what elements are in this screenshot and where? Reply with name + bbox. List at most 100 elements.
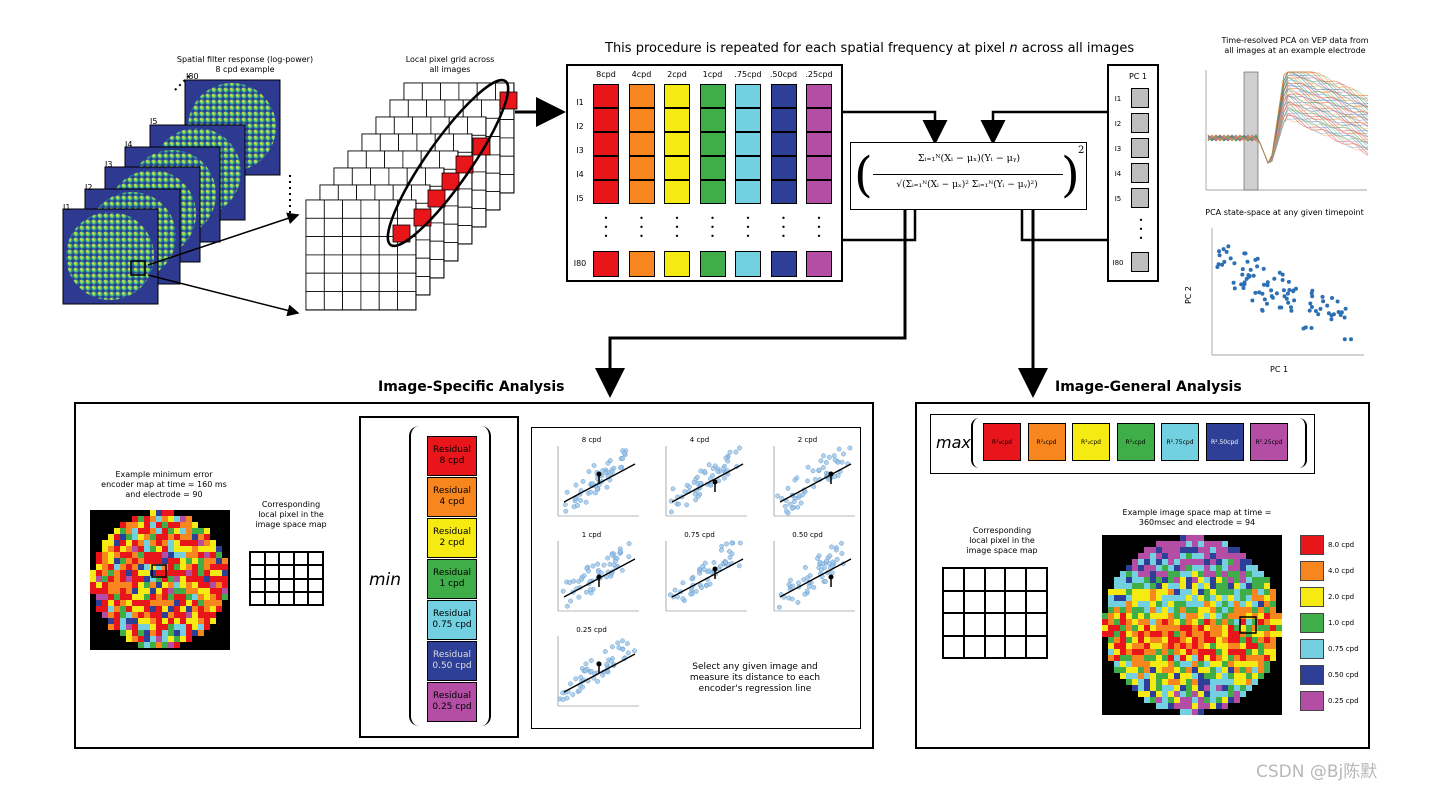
map-cell	[204, 612, 210, 618]
map-cell	[204, 534, 210, 540]
map-cell	[162, 600, 168, 606]
map-cell	[126, 564, 132, 570]
column-header-4: .75cpd	[734, 70, 762, 79]
map-cell	[1216, 589, 1222, 595]
time-pca-title: Time-resolved PCA on VEP data from all i…	[1221, 36, 1369, 55]
map-cell	[1138, 679, 1144, 685]
map-cell	[1204, 697, 1210, 703]
regression-line	[671, 558, 744, 598]
map-cell	[180, 624, 186, 630]
map-cell	[1228, 655, 1234, 661]
map-cell	[1216, 553, 1222, 559]
map-cell	[1180, 589, 1186, 595]
map-cell	[1234, 697, 1240, 703]
local-pixel-caption-right: Corresponding local pixel in the image s…	[966, 526, 1038, 555]
map-cell	[192, 600, 198, 606]
map-cell	[1108, 637, 1114, 643]
map-cell	[1216, 625, 1222, 631]
map-cell	[1210, 577, 1216, 583]
map-cell	[1144, 667, 1150, 673]
map-cell	[1204, 655, 1210, 661]
map-cell	[1120, 571, 1126, 577]
map-cell	[126, 522, 132, 528]
map-cell	[1246, 565, 1252, 571]
map-cell	[1198, 613, 1204, 619]
map-cell	[1192, 601, 1198, 607]
map-cell	[1162, 679, 1168, 685]
map-cell	[1186, 583, 1192, 589]
map-cell	[1168, 631, 1174, 637]
map-cell	[174, 528, 180, 534]
map-cell	[186, 552, 192, 558]
map-cell	[108, 558, 114, 564]
map-cell	[138, 522, 144, 528]
map-cell	[216, 570, 222, 576]
map-cell	[1240, 571, 1246, 577]
label-I80: I80	[186, 72, 199, 81]
map-cell	[198, 552, 204, 558]
map-cell	[1162, 613, 1168, 619]
map-cell	[1204, 601, 1210, 607]
map-cell	[1210, 691, 1216, 697]
map-cell	[150, 558, 156, 564]
map-cell	[174, 546, 180, 552]
map-cell	[216, 588, 222, 594]
scatter-point	[847, 445, 853, 451]
map-cell	[1138, 595, 1144, 601]
scatter-point	[564, 489, 570, 495]
state-point	[1232, 286, 1237, 291]
map-cell	[1114, 649, 1120, 655]
map-cell	[132, 630, 138, 636]
map-cell	[186, 600, 192, 606]
map-cell	[156, 546, 162, 552]
map-cell	[198, 588, 204, 594]
map-cell	[1234, 589, 1240, 595]
map-cell	[1246, 655, 1252, 661]
map-cell	[168, 636, 174, 642]
map-cell	[180, 630, 186, 636]
map-cell	[1180, 667, 1186, 673]
map-cell	[156, 600, 162, 606]
map-cell	[1228, 661, 1234, 667]
map-cell	[186, 636, 192, 642]
map-cell	[186, 594, 192, 600]
map-cell	[1240, 559, 1246, 565]
scatter-point	[598, 570, 604, 576]
scatter-point	[586, 469, 592, 475]
map-cell	[204, 576, 210, 582]
map-cell	[204, 528, 210, 534]
map-cell	[1138, 643, 1144, 649]
map-cell	[1192, 661, 1198, 667]
map-cell	[1258, 655, 1264, 661]
map-cell	[1126, 565, 1132, 571]
map-cell	[168, 534, 174, 540]
map-cell	[1210, 697, 1216, 703]
map-cell	[126, 606, 132, 612]
local-pixel-cell	[1026, 590, 1047, 613]
map-cell	[1168, 703, 1174, 709]
local-pixel-cell	[1005, 635, 1027, 658]
freq-cell	[628, 180, 655, 204]
map-cell	[1156, 655, 1162, 661]
scatter-point	[601, 562, 607, 568]
map-cell	[222, 558, 228, 564]
max-label: max	[936, 433, 971, 452]
map-cell	[144, 624, 150, 630]
map-cell	[144, 558, 150, 564]
map-cell	[132, 522, 138, 528]
map-cell	[1264, 619, 1270, 625]
map-cell	[1162, 547, 1168, 553]
map-cell	[1156, 601, 1162, 607]
map-cell	[126, 552, 132, 558]
pc-cell	[1131, 188, 1149, 208]
map-cell	[120, 534, 126, 540]
state-point	[1270, 295, 1275, 300]
r2-cell-4: R².75cpd	[1161, 423, 1199, 461]
map-cell	[1150, 601, 1156, 607]
scatter-point	[802, 591, 808, 597]
map-cell	[1168, 607, 1174, 613]
map-cell	[1222, 571, 1228, 577]
pc-row-label-I80: I80	[1112, 259, 1124, 267]
map-cell	[1210, 541, 1216, 547]
local-pixel-cell	[984, 590, 1006, 613]
